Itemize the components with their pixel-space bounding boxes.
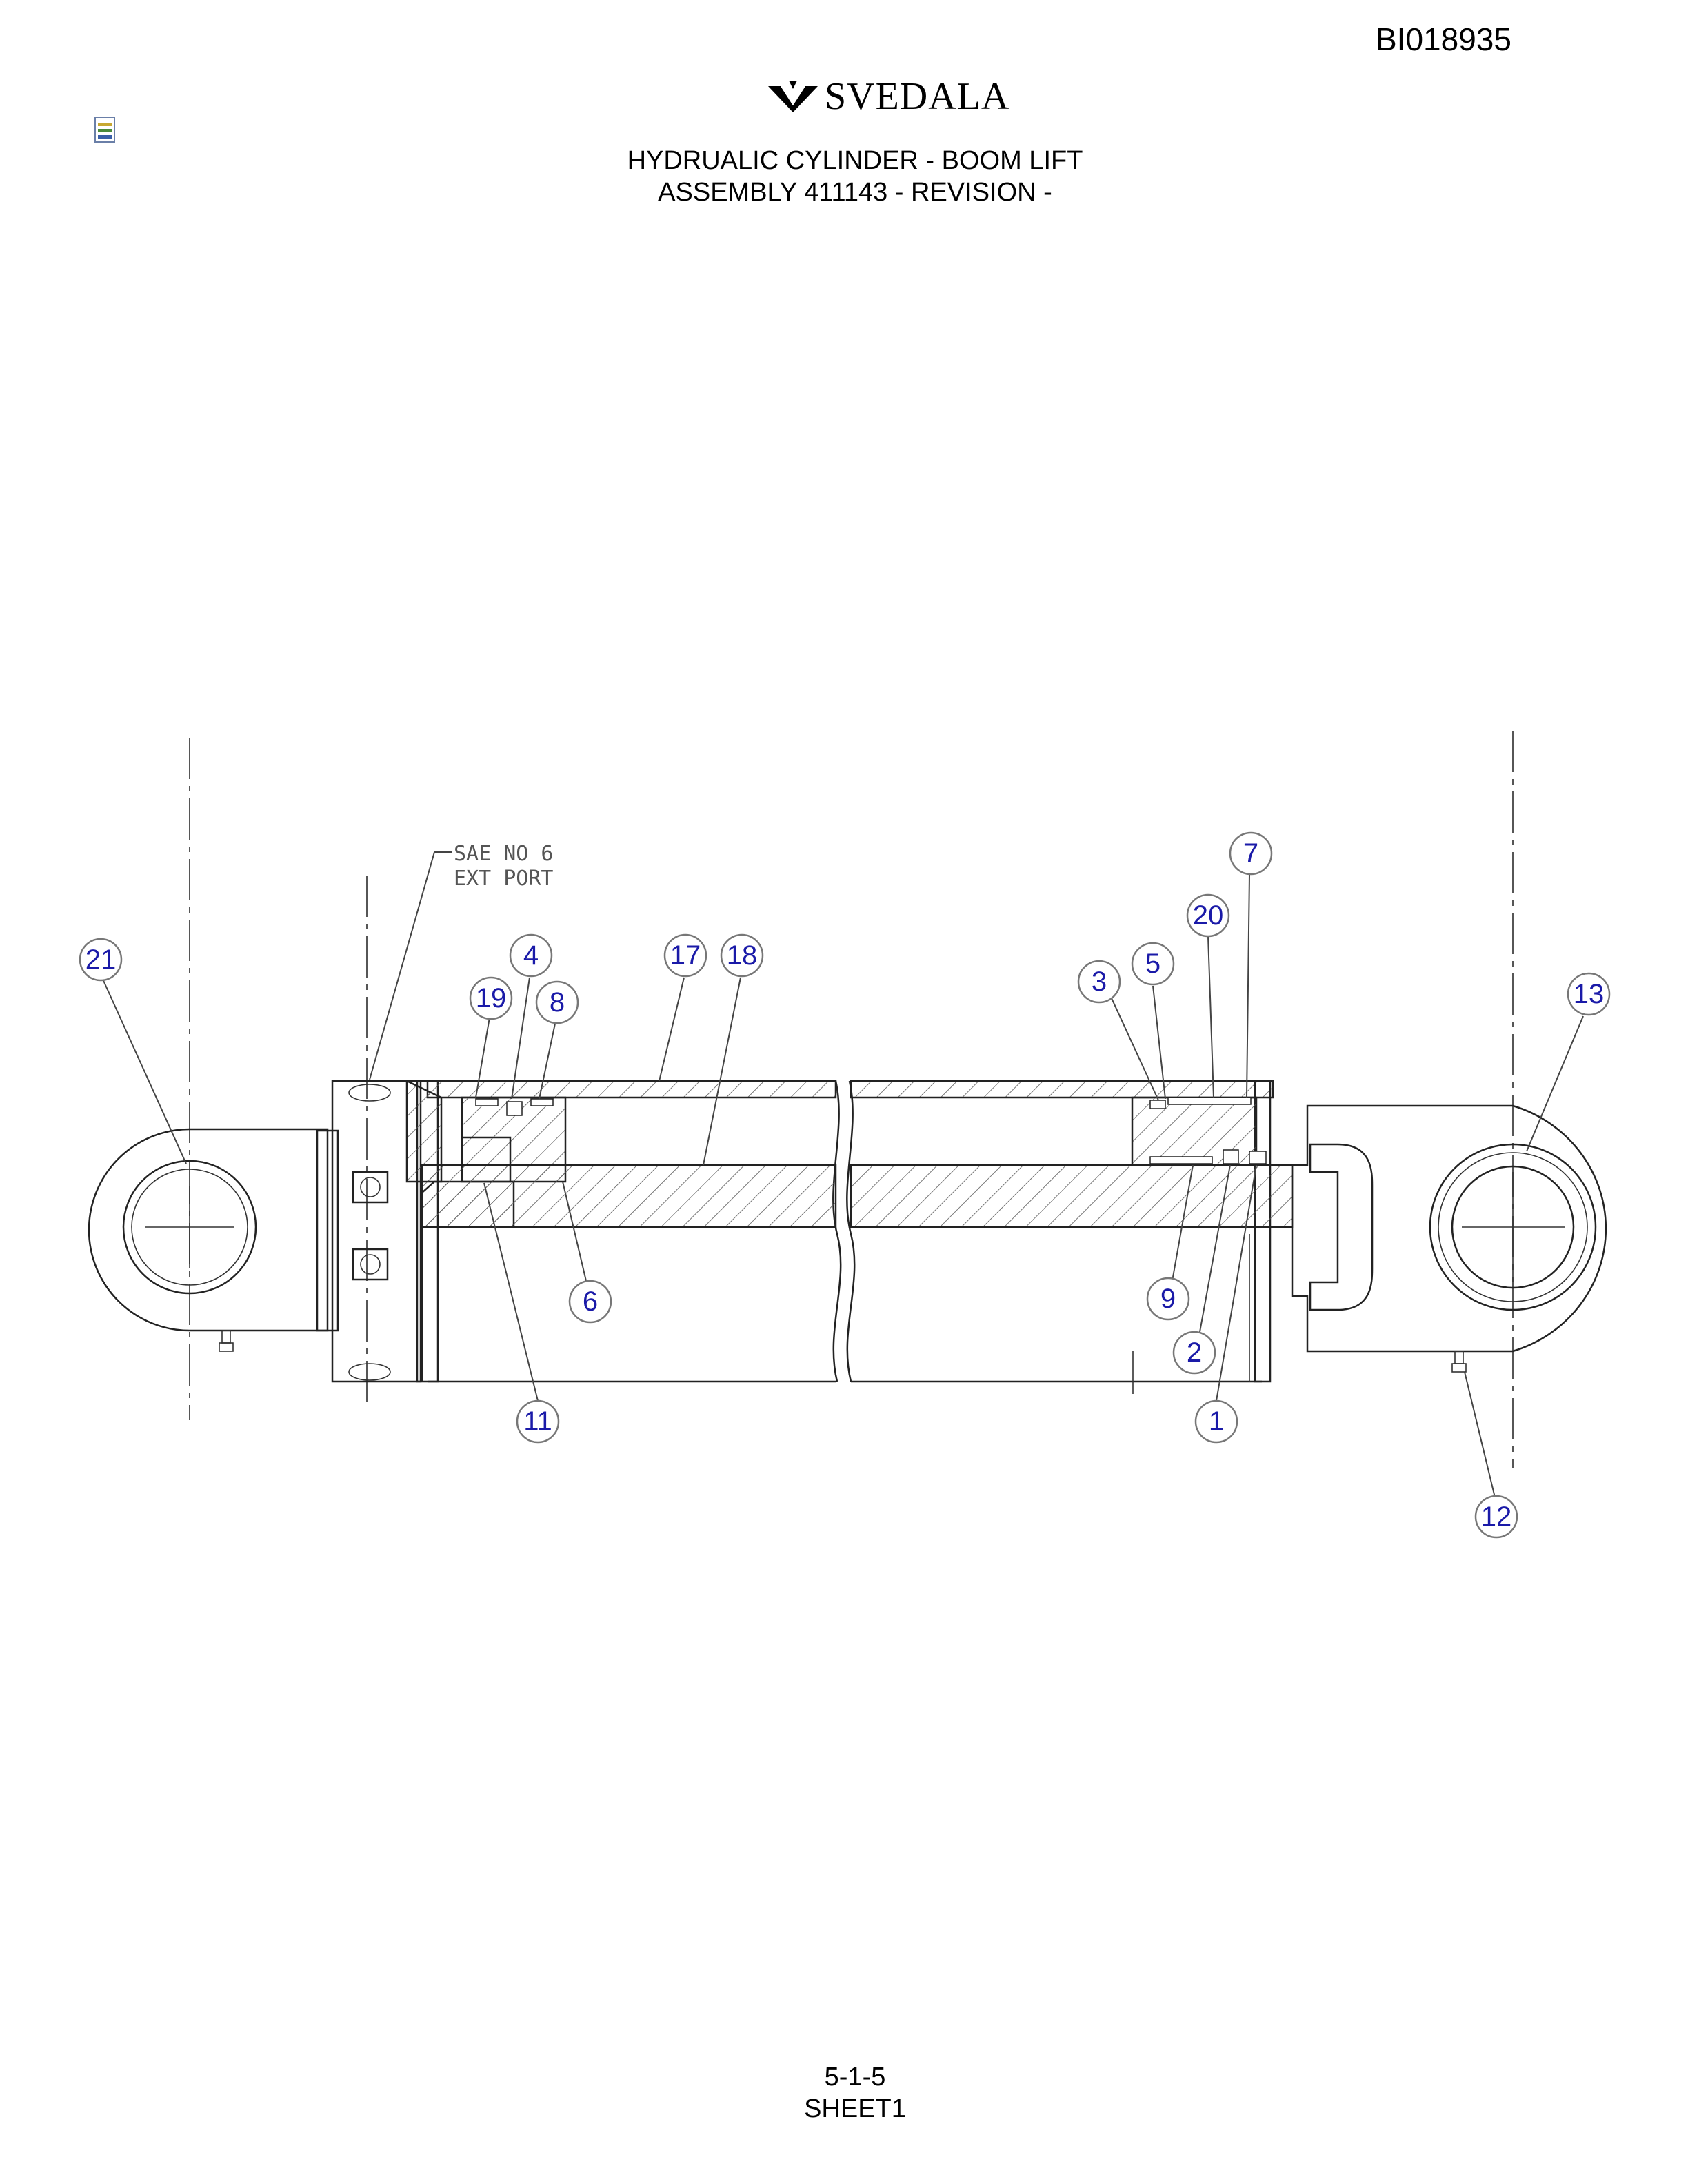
svg-text:12: 12 [1481, 1502, 1512, 1532]
callout-2: 2 [1172, 1331, 1216, 1375]
svg-text:2: 2 [1187, 1337, 1202, 1368]
callout-11: 11 [516, 1399, 560, 1444]
sheet-label: SHEET1 [804, 2094, 906, 2123]
svg-text:20: 20 [1193, 900, 1224, 931]
callout-13: 13 [1567, 972, 1611, 1016]
svg-text:18: 18 [727, 940, 758, 971]
right-eye [1291, 1104, 1607, 1373]
svg-text:1: 1 [1209, 1406, 1224, 1437]
callout-5: 5 [1131, 942, 1175, 986]
svg-text:8: 8 [550, 987, 565, 1018]
title-line-1: HYDRUALIC CYLINDER - BOOM LIFT [627, 146, 1083, 175]
page-number: 5-1-5 [824, 2063, 886, 2092]
document-id: BI018935 [1376, 21, 1511, 57]
svg-text:7: 7 [1243, 838, 1258, 869]
callout-3: 3 [1077, 960, 1121, 1004]
port-note: SAE NO 6 EXT PORT [369, 842, 554, 1080]
callout-19: 19 [469, 976, 513, 1020]
logo-text: SVEDALA [825, 75, 1010, 118]
svg-text:4: 4 [523, 940, 539, 971]
callouts: 21 19 4 8 17 18 3 5 20 7 13 6 9 2 11 1 1… [79, 831, 1611, 1539]
svg-text:19: 19 [476, 983, 507, 1013]
svg-text:13: 13 [1574, 979, 1605, 1009]
callout-8: 8 [535, 980, 579, 1024]
svedala-logo: SVEDALA [765, 74, 1009, 119]
document-icon[interactable] [91, 116, 119, 143]
left-eye [88, 1128, 329, 1352]
callout-21: 21 [79, 938, 123, 982]
callout-7: 7 [1229, 831, 1273, 876]
callout-18: 18 [720, 933, 764, 978]
callout-9: 9 [1146, 1277, 1190, 1321]
callout-12: 12 [1474, 1495, 1518, 1539]
svg-text:6: 6 [583, 1286, 598, 1317]
barrel-right [846, 1080, 1274, 1383]
callout-17: 17 [663, 933, 707, 978]
svg-text:5: 5 [1145, 949, 1160, 979]
port-note-line-2: EXT PORT [454, 867, 554, 891]
drawing-title: HYDRUALIC CYLINDER - BOOM LIFT ASSEMBLY … [0, 145, 1688, 208]
svg-text:3: 3 [1092, 967, 1107, 997]
piston-rod [421, 1164, 1294, 1382]
title-line-2: ASSEMBLY 411143 - REVISION - [658, 178, 1052, 207]
svg-text:9: 9 [1160, 1284, 1176, 1314]
svg-text:11: 11 [523, 1406, 552, 1437]
page-footer: 5-1-5 SHEET1 [0, 2061, 1688, 2125]
gland [1131, 1096, 1267, 1166]
callout-20: 20 [1186, 893, 1230, 938]
barrel-left [426, 1080, 842, 1383]
leader-lines [101, 873, 1584, 1498]
callout-4: 4 [509, 933, 553, 978]
logo-mark-icon [768, 81, 818, 112]
callout-1: 1 [1194, 1399, 1238, 1444]
svg-text:17: 17 [670, 940, 701, 971]
callout-6: 6 [568, 1280, 612, 1324]
svg-text:21: 21 [86, 944, 117, 975]
port-note-line-1: SAE NO 6 [454, 842, 554, 866]
